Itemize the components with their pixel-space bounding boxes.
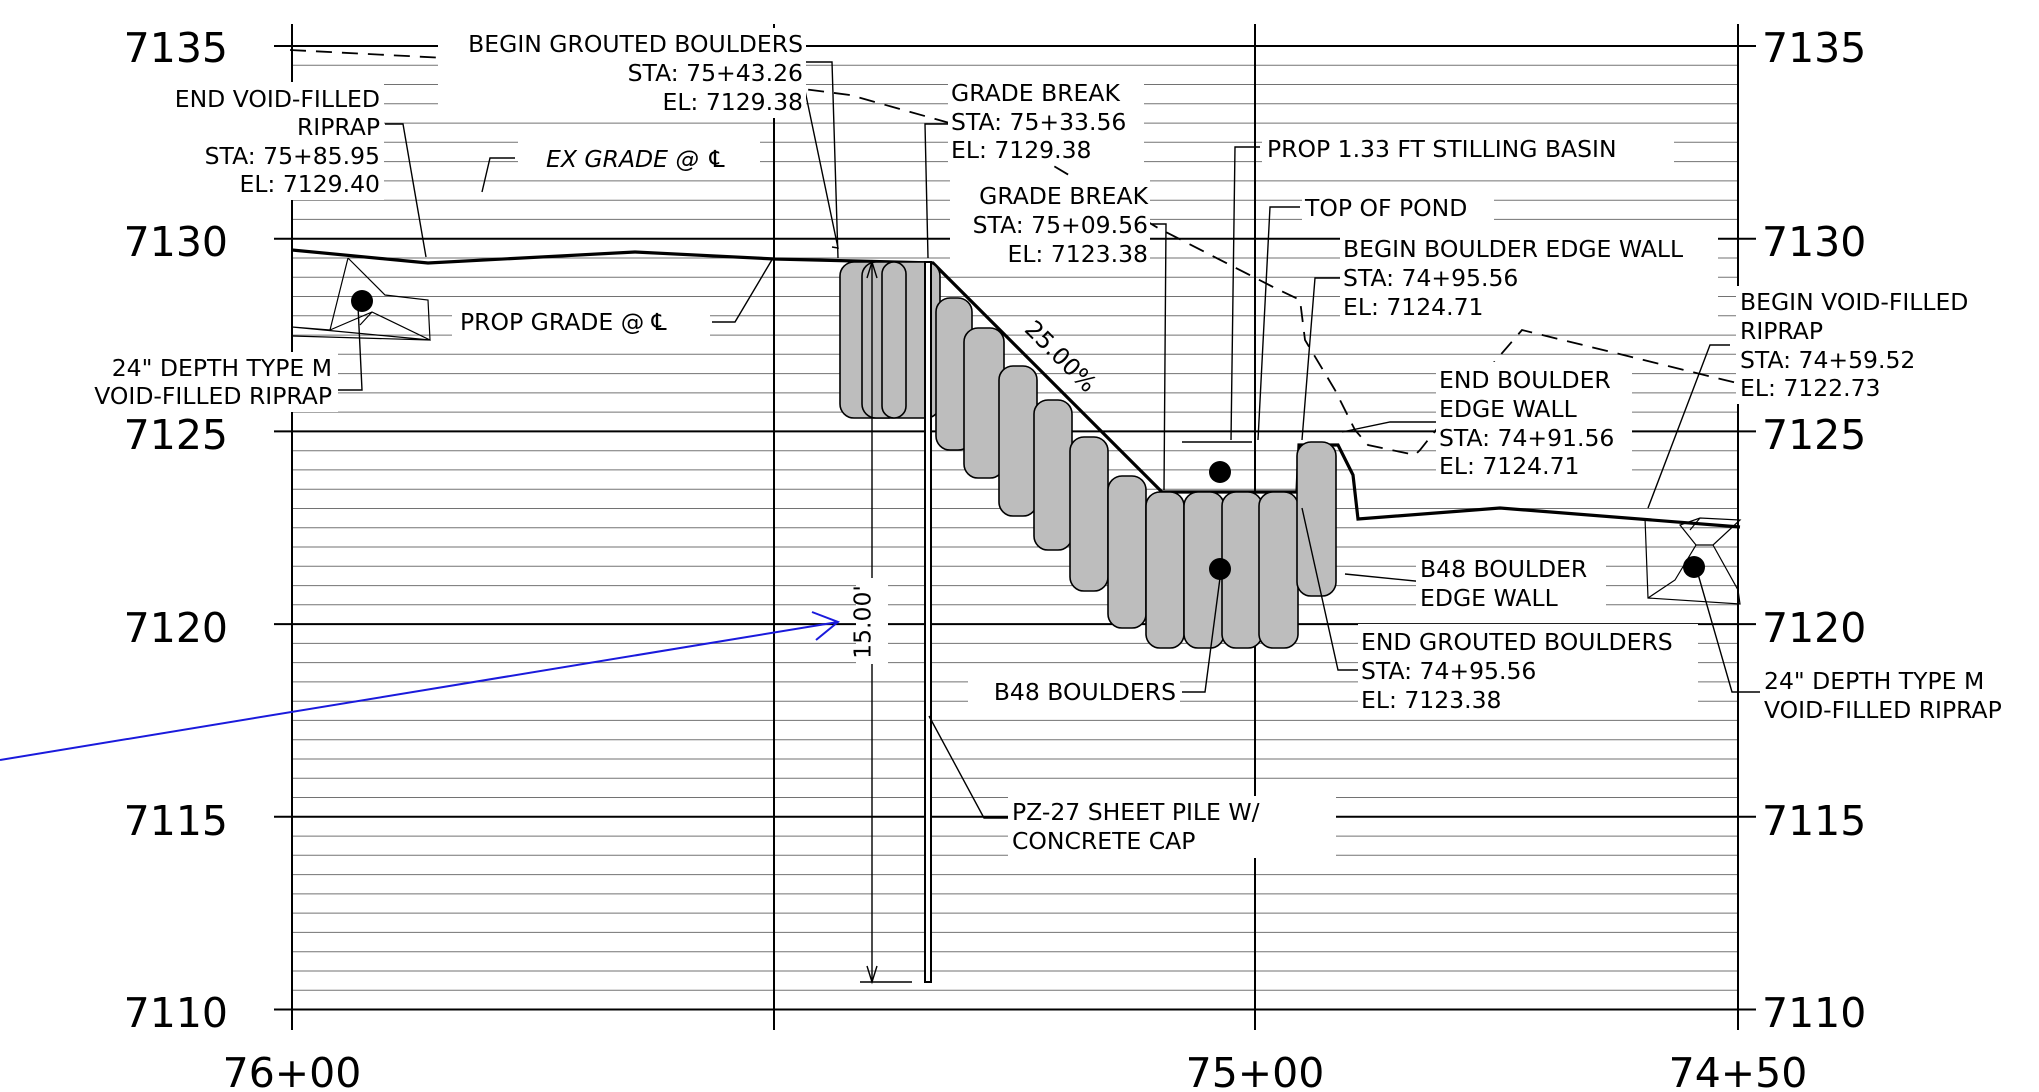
elevation-label-7110: 7110 — [124, 989, 228, 1037]
begin-grouted-line-3: EL: 7129.38 — [662, 88, 803, 116]
basin-marker — [1209, 461, 1231, 483]
elevation-label-right-7120: 7120 — [1762, 604, 1866, 652]
end-edge-wall-line-1: END BOULDER — [1439, 366, 1611, 394]
pointer-arrow — [0, 611, 840, 761]
station-label-76-00: 76+00 — [223, 1049, 362, 1092]
boulder-marker — [1209, 558, 1231, 580]
elevation-label-right-7115: 7115 — [1762, 797, 1866, 845]
station-label-74-50: 74+50 — [1669, 1049, 1808, 1092]
riprap-right-marker — [1683, 556, 1705, 578]
end-void-filled-line-1: END VOID-FILLED — [175, 85, 380, 113]
depth-dimension-label: 15.00' — [849, 585, 877, 659]
riprap-left-line-1: 24" DEPTH TYPE M — [112, 354, 332, 382]
major-grid-lines — [274, 24, 1756, 1030]
end-grouted-line-2: STA: 74+95.56 — [1361, 657, 1536, 685]
boulder — [1145, 491, 1185, 649]
riprap-right-line-1: 24" DEPTH TYPE M — [1764, 667, 1984, 695]
riprap-right — [1644, 517, 1742, 605]
edge-wall-boulder — [1296, 441, 1337, 597]
existing-grade-label: EX GRADE @ ℄ — [546, 145, 727, 173]
riprap-right-line-2: VOID-FILLED RIPRAP — [1764, 696, 2002, 724]
right-elevation-axis: 7135 7130 7125 7120 7115 7110 — [1762, 24, 1866, 1037]
begin-edge-wall-line-3: EL: 7124.71 — [1343, 293, 1484, 321]
boulder — [963, 327, 1005, 479]
boulder — [1033, 399, 1073, 551]
sheet-pile-line-2: CONCRETE CAP — [1012, 827, 1195, 855]
elevation-label-7135: 7135 — [124, 24, 228, 72]
end-edge-wall-line-4: EL: 7124.71 — [1439, 452, 1580, 480]
grade-break-2-line-1: GRADE BREAK — [979, 182, 1148, 210]
grade-break-2-line-2: STA: 75+09.56 — [973, 211, 1148, 239]
elevation-label-right-7135: 7135 — [1762, 24, 1866, 72]
end-void-filled-line-2: RIPRAP — [297, 113, 380, 141]
elevation-label-7125: 7125 — [124, 411, 228, 459]
begin-edge-wall-line-2: STA: 74+95.56 — [1343, 264, 1518, 292]
riprap-left-marker — [351, 290, 373, 312]
begin-grouted-line-1: BEGIN GROUTED BOULDERS — [468, 30, 803, 58]
begin-void-filled-line-3: STA: 74+59.52 — [1740, 346, 1915, 374]
boulder — [1258, 491, 1299, 649]
end-edge-wall-line-3: STA: 74+91.56 — [1439, 424, 1614, 452]
boulder — [1107, 475, 1147, 629]
grade-break-2-line-3: EL: 7123.38 — [1007, 240, 1148, 268]
left-elevation-axis: 7135 7130 7125 7120 7115 7110 — [124, 24, 228, 1037]
boulder — [1069, 436, 1109, 592]
end-grouted-line-3: EL: 7123.38 — [1361, 686, 1502, 714]
riprap-left-line-2: VOID-FILLED RIPRAP — [94, 382, 332, 410]
stilling-basin-label: PROP 1.33 FT STILLING BASIN — [1267, 135, 1617, 163]
elevation-label-right-7130: 7130 — [1762, 218, 1866, 266]
grade-break-1-line-3: EL: 7129.38 — [951, 136, 1092, 164]
sheet-pile — [924, 261, 932, 983]
existing-grade-line — [289, 49, 1746, 456]
begin-void-filled-line-2: RIPRAP — [1740, 317, 1823, 345]
boulder — [881, 261, 907, 419]
sheet-pile-line-1: PZ-27 SHEET PILE W/ — [1012, 798, 1260, 826]
riprap-left — [291, 256, 431, 341]
proposed-grade-label: PROP GRADE @ ℄ — [460, 308, 667, 336]
grade-break-1-line-1: GRADE BREAK — [951, 79, 1120, 107]
b48-boulders-label: B48 BOULDERS — [994, 678, 1176, 706]
elevation-label-7120: 7120 — [124, 604, 228, 652]
b48-edge-wall-line-1: B48 BOULDER — [1420, 555, 1587, 583]
elevation-label-right-7125: 7125 — [1762, 411, 1866, 459]
boulder — [998, 365, 1038, 517]
grouted-boulders-group — [839, 261, 1337, 649]
end-void-filled-line-4: EL: 7129.40 — [239, 170, 380, 198]
grade-break-1-line-2: STA: 75+33.56 — [951, 108, 1126, 136]
elevation-label-7115: 7115 — [124, 797, 228, 845]
elevation-label-7130: 7130 — [124, 218, 228, 266]
end-edge-wall-line-2: EDGE WALL — [1439, 395, 1577, 423]
begin-edge-wall-line-1: BEGIN BOULDER EDGE WALL — [1343, 235, 1683, 263]
begin-void-filled-line-4: EL: 7122.73 — [1740, 374, 1881, 402]
station-axis: 76+00 75+00 74+50 — [223, 1049, 1808, 1092]
end-grouted-line-1: END GROUTED BOULDERS — [1361, 628, 1673, 656]
station-label-75-00: 75+00 — [1186, 1049, 1325, 1092]
begin-grouted-line-2: STA: 75+43.26 — [628, 59, 803, 87]
elevation-label-right-7110: 7110 — [1762, 989, 1866, 1037]
end-void-filled-line-3: STA: 75+85.95 — [205, 142, 380, 170]
b48-edge-wall-line-2: EDGE WALL — [1420, 584, 1558, 612]
depth-dimension: 15.00' — [849, 259, 912, 985]
begin-void-filled-line-1: BEGIN VOID-FILLED — [1740, 288, 1968, 316]
top-of-pond-label: TOP OF POND — [1304, 194, 1467, 222]
leader-lines — [336, 61, 1760, 819]
